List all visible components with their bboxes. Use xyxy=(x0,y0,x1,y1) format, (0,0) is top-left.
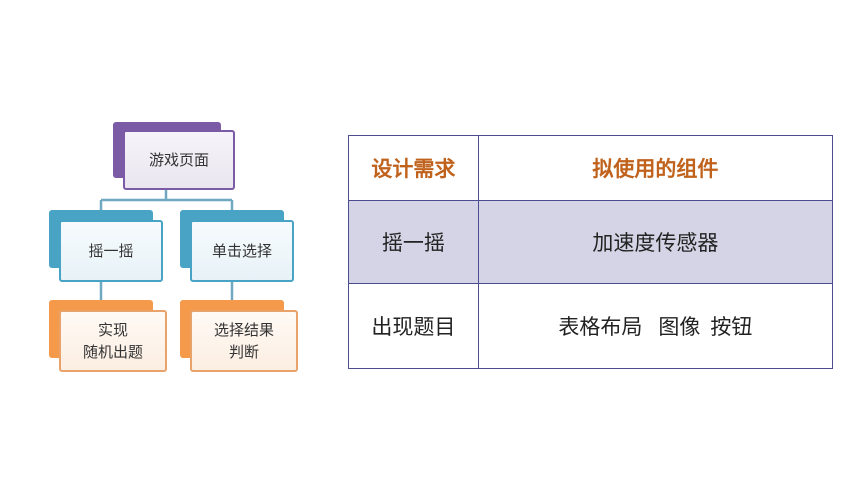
node-judge-result-label: 选择结果 判断 xyxy=(190,310,298,372)
requirements-table: 设计需求 拟使用的组件 摇一摇 加速度传感器 出现题目 表格布局图像按钮 xyxy=(348,135,834,369)
component-accelerometer: 加速度传感器 xyxy=(592,231,719,255)
cell-need: 摇一摇 xyxy=(348,200,479,284)
cell-components: 表格布局图像按钮 xyxy=(477,283,834,369)
node-root-label: 游戏页面 xyxy=(123,130,235,190)
component-button: 按钮 xyxy=(710,315,753,339)
node-click-select-label: 单击选择 xyxy=(190,220,294,282)
table-header-row: 设计需求 拟使用的组件 xyxy=(348,135,834,201)
node-random-question-label: 实现 随机出题 xyxy=(59,310,167,372)
tree-diagram: 游戏页面 摇一摇 单击选择 实现 随机出题 选择结果 判断 xyxy=(0,0,340,484)
node-shake-label: 摇一摇 xyxy=(59,220,163,282)
component-table-layout: 表格布局 xyxy=(558,315,643,339)
header-components: 拟使用的组件 xyxy=(477,135,834,201)
table-row: 出现题目 表格布局图像按钮 xyxy=(348,283,834,369)
cell-components: 加速度传感器 xyxy=(477,200,834,284)
table-row: 摇一摇 加速度传感器 xyxy=(348,200,834,284)
component-image: 图像 xyxy=(658,315,701,339)
header-design-need: 设计需求 xyxy=(348,135,479,201)
tree-connectors xyxy=(99,190,234,300)
cell-need: 出现题目 xyxy=(348,283,479,369)
